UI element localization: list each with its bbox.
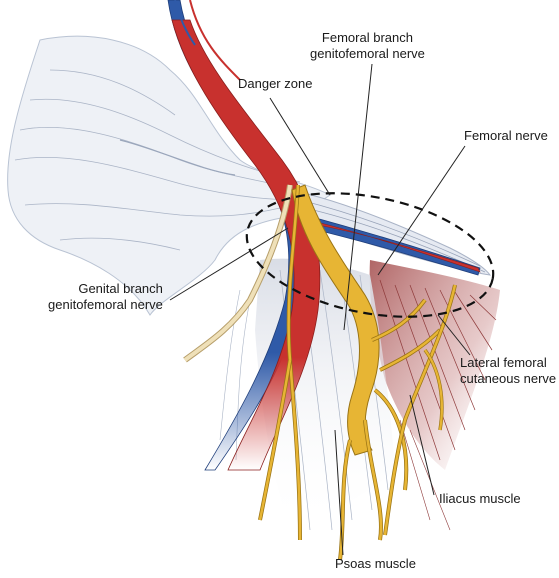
- leader-genital-branch: [169, 227, 289, 301]
- label-femoral-branch-line2: genitofemoral nerve: [310, 46, 425, 61]
- label-iliacus: Iliacus muscle: [439, 491, 521, 506]
- femoral-branch-nerve: [258, 184, 302, 541]
- label-genital-branch-line1: Genital branch: [78, 281, 163, 296]
- leader-lines: [169, 63, 471, 556]
- danger-zone-ellipse: [245, 192, 495, 318]
- label-lateral-femoral: Lateral femoral cutaneous nerve: [460, 355, 556, 387]
- iliacus-muscle-shape: [369, 260, 500, 531]
- label-femoral-branch: Femoral branch genitofemoral nerve: [310, 30, 425, 62]
- label-femoral-branch-line1: Femoral branch: [321, 30, 413, 45]
- leader-femoral-branch: [343, 63, 373, 331]
- label-psoas: Psoas muscle: [335, 556, 416, 571]
- leader-danger-zone: [269, 97, 331, 196]
- label-femoral-nerve: Femoral nerve: [464, 128, 548, 143]
- label-lateral-femoral-line2: cutaneous nerve: [460, 371, 557, 386]
- femoral-nerve-shape: [291, 184, 442, 561]
- inguinal-ligament-fascia: [7, 35, 492, 316]
- leader-femoral-nerve: [377, 145, 466, 276]
- label-genital-branch-line2: genitofemoral nerve: [48, 297, 163, 312]
- lateral-femoral-cutaneous-nerve: [383, 284, 457, 536]
- genital-branch-nerve-fill: [183, 184, 292, 362]
- leader-psoas: [334, 429, 344, 556]
- label-genital-branch: Genital branch genitofemoral nerve: [48, 281, 163, 313]
- small-artery: [189, 0, 241, 81]
- label-danger-zone: Danger zone: [238, 76, 313, 91]
- leader-lateral-femoral: [437, 314, 471, 356]
- small-vein: [174, 0, 196, 46]
- label-lateral-femoral-line1: Lateral femoral: [460, 355, 547, 370]
- leader-iliacus: [409, 394, 435, 496]
